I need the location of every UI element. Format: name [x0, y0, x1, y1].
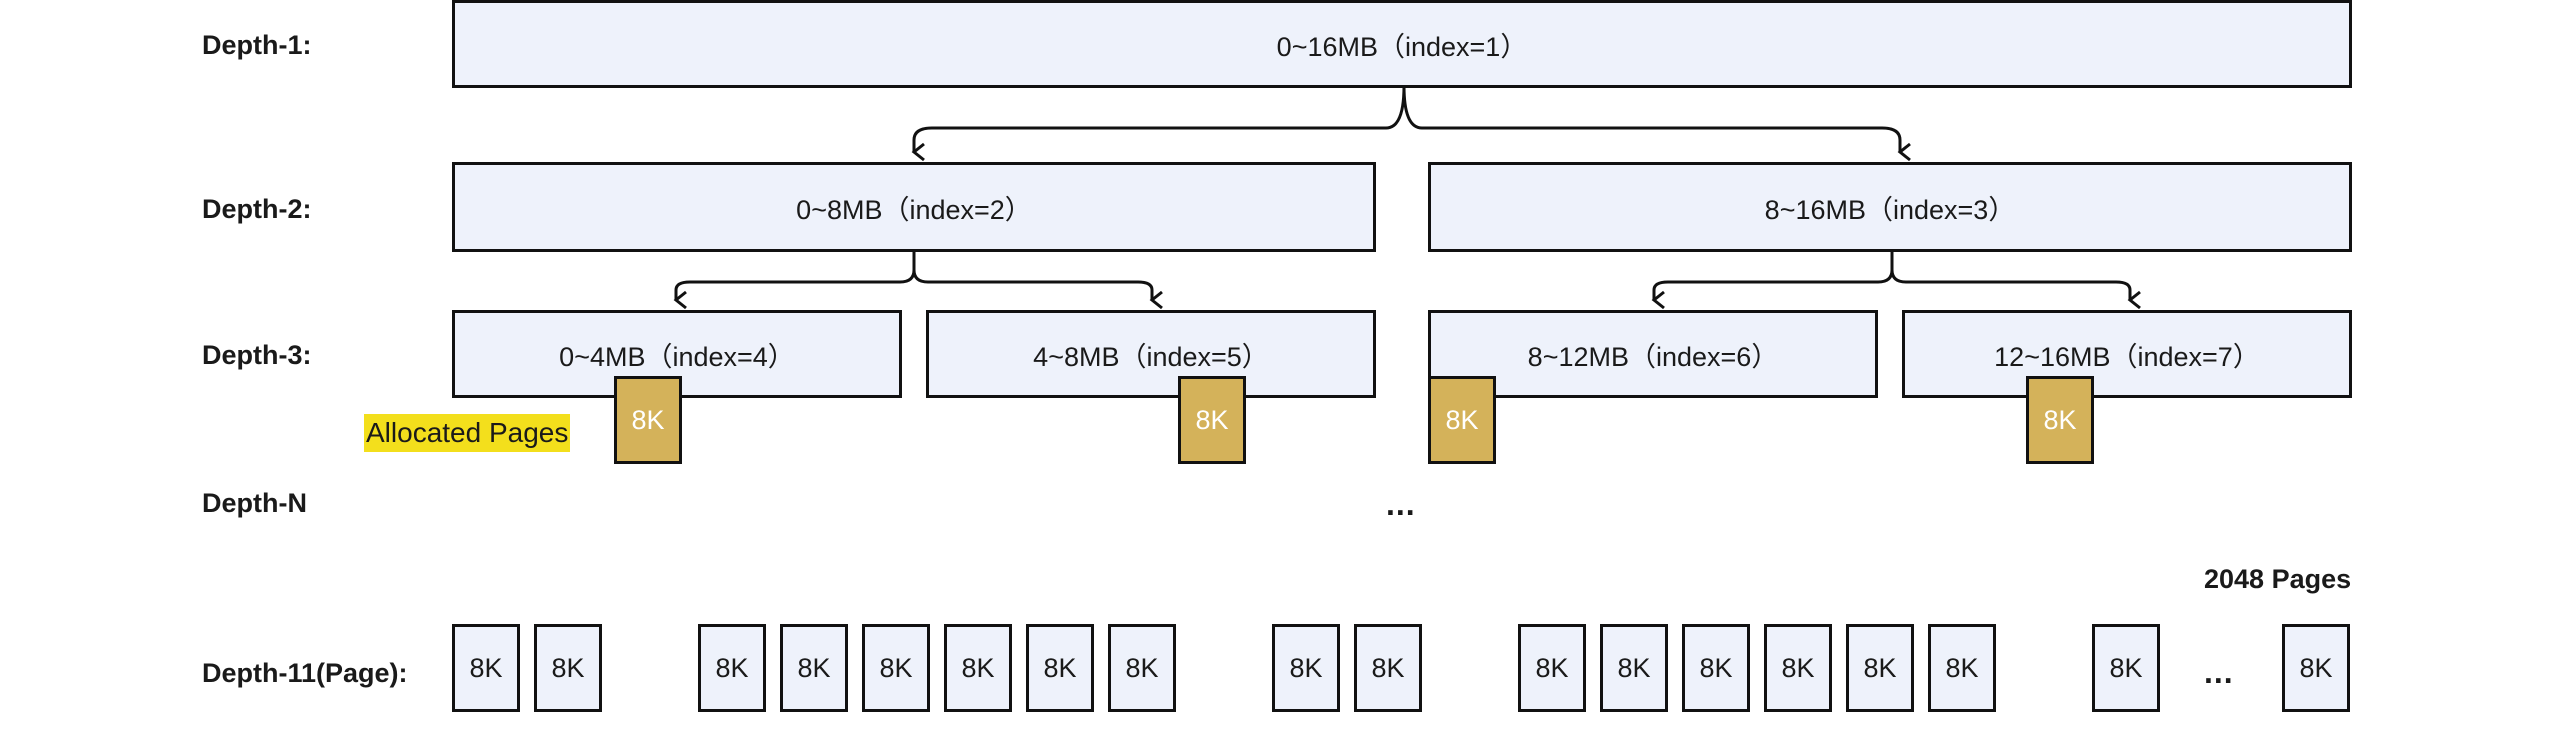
- page-leaf: 8K: [862, 624, 930, 712]
- connector-3-to-6-7: [1652, 250, 2132, 300]
- page-leaf: 8K: [698, 624, 766, 712]
- allocated-page: 8K: [1428, 376, 1496, 464]
- page-leaf: 8K: [2282, 624, 2350, 712]
- node-index-5: 4~8MB（index=5）: [926, 310, 1376, 398]
- connector-1-to-2-3: [912, 85, 1902, 152]
- depth-n-ellipsis: ...: [1386, 486, 1416, 522]
- page-leaf: 8K: [1272, 624, 1340, 712]
- node-index-1: 0~16MB（index=1）: [452, 0, 2352, 88]
- page-leaf: 8K: [1846, 624, 1914, 712]
- node-index-7: 12~16MB（index=7）: [1902, 310, 2352, 398]
- page-leaf: 8K: [1108, 624, 1176, 712]
- allocated-page: 8K: [614, 376, 682, 464]
- pages-ellipsis: ...: [2204, 654, 2234, 690]
- page-leaf: 8K: [1026, 624, 1094, 712]
- depth-3-label: Depth-3:: [202, 340, 312, 370]
- page-leaf: 8K: [1682, 624, 1750, 712]
- page-leaf: 8K: [1764, 624, 1832, 712]
- page-leaf: 8K: [780, 624, 848, 712]
- node-index-6: 8~12MB（index=6）: [1428, 310, 1878, 398]
- node-index-3: 8~16MB（index=3）: [1428, 162, 2352, 252]
- depth-1-label: Depth-1:: [202, 30, 312, 60]
- page-leaf: 8K: [1354, 624, 1422, 712]
- page-leaf: 8K: [1600, 624, 1668, 712]
- depth-2-label: Depth-2:: [202, 194, 312, 224]
- connector-2-to-4-5: [674, 250, 1154, 300]
- page-leaf: 8K: [1518, 624, 1586, 712]
- depth-11-label: Depth-11(Page):: [202, 658, 408, 688]
- node-index-2: 0~8MB（index=2）: [452, 162, 1376, 252]
- page-leaf: 8K: [452, 624, 520, 712]
- page-leaf: 8K: [1928, 624, 1996, 712]
- page-count-note: 2048 Pages: [2204, 564, 2352, 594]
- allocated-pages-label: Allocated Pages: [364, 414, 571, 452]
- allocated-page: 8K: [2026, 376, 2094, 464]
- page-leaf: 8K: [534, 624, 602, 712]
- allocated-page: 8K: [1178, 376, 1246, 464]
- page-leaf: 8K: [944, 624, 1012, 712]
- depth-n-label: Depth-N: [202, 488, 307, 518]
- page-leaf: 8K: [2092, 624, 2160, 712]
